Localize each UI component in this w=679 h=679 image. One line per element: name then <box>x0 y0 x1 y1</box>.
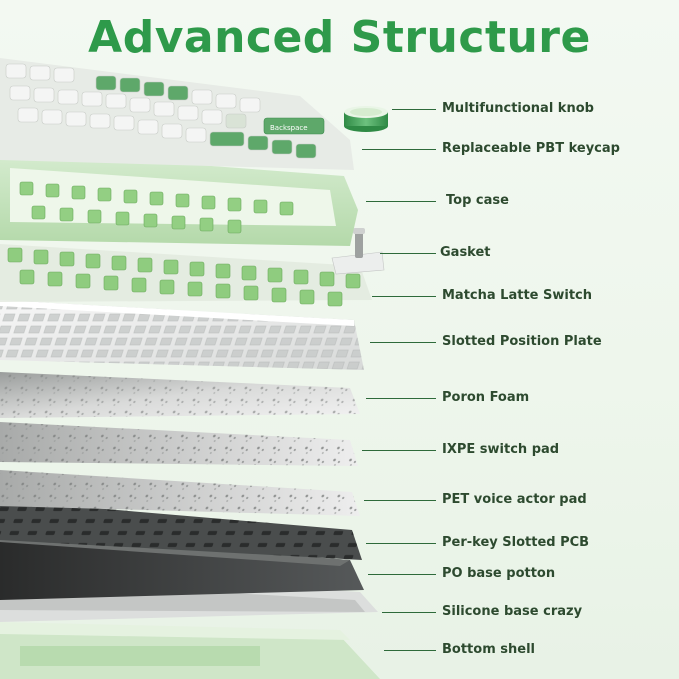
leader-line-ixpe-pad <box>362 450 436 451</box>
label-top-case: Top case <box>446 193 509 208</box>
ixpe-pad-layer <box>0 422 358 466</box>
label-silicone-base-crazy: Silicone base crazy <box>442 604 583 619</box>
keycap-layer: Backspace <box>0 58 354 170</box>
leader-line-switch <box>372 296 436 297</box>
label-multifunctional-knob: Multifunctional knob <box>442 101 594 116</box>
leader-line-pcb <box>366 543 436 544</box>
label-matcha-latte-switch: Matcha Latte Switch <box>442 288 593 303</box>
leader-line-top-case <box>366 201 436 202</box>
label-per-key-slotted-pcb: Per-key Slotted PCB <box>442 535 590 550</box>
label-pet-voice-actor-pad: PET voice actor pad <box>442 492 587 507</box>
leader-line-bottom-shell <box>384 650 436 651</box>
label-poron-foam: Poron Foam <box>442 390 530 405</box>
bottom-shell-layer <box>0 622 380 679</box>
knob-part <box>344 106 388 132</box>
leader-line-pet-pad <box>364 500 436 501</box>
pcb-layer <box>0 500 362 560</box>
switch-layer <box>0 244 372 307</box>
leader-line-po-base <box>368 574 436 575</box>
leader-line-plate <box>370 342 436 343</box>
top-case-layer <box>0 150 358 246</box>
label-replaceable-pbt-keycap: Replaceable PBT keycap <box>442 141 620 156</box>
gasket-part <box>331 228 385 275</box>
label-ixpe-switch-pad: IXPE switch pad <box>442 442 560 457</box>
leader-line-knob <box>392 109 436 110</box>
backspace-keycap-legend: Backspace <box>270 124 308 132</box>
label-gasket: Gasket <box>440 245 491 260</box>
page-title: Advanced Structure <box>88 12 591 63</box>
leader-line-poron-foam <box>366 398 436 399</box>
leader-line-keycap <box>362 149 436 150</box>
label-po-base-potton: PO base potton <box>442 566 556 581</box>
label-slotted-position-plate: Slotted Position Plate <box>442 334 602 349</box>
pet-pad-layer <box>0 470 360 516</box>
label-bottom-shell: Bottom shell <box>442 642 535 657</box>
position-plate-layer <box>0 300 364 370</box>
leader-line-silicone-base <box>382 612 436 613</box>
poron-foam-layer <box>0 372 360 418</box>
leader-line-gasket <box>380 253 436 254</box>
